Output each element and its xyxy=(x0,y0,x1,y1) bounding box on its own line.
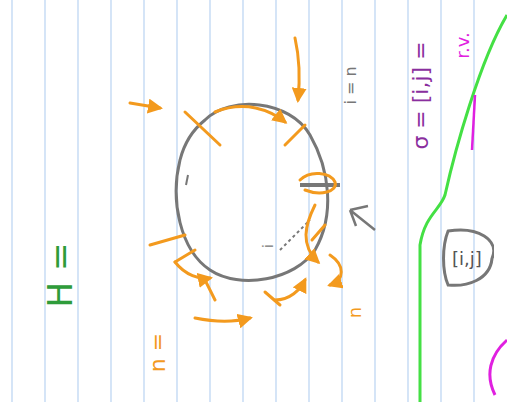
grey-arrow xyxy=(350,206,375,230)
handwritten-note: r.v. xyxy=(451,32,472,58)
handwritten-note: σ = [i,j] = xyxy=(408,41,433,149)
handwritten-note: i xyxy=(260,244,276,248)
sketch-region: [i,j] xyxy=(440,228,494,289)
magenta-curve xyxy=(490,340,507,395)
magenta-mark xyxy=(472,95,475,150)
region-blob xyxy=(176,104,327,280)
orange-arrows xyxy=(130,38,341,321)
green-boundary xyxy=(420,15,507,402)
orientation-tick xyxy=(186,175,188,185)
region-text: [i,j] xyxy=(452,248,482,269)
handwritten-note: n xyxy=(344,306,365,317)
handwritten-note: H = xyxy=(40,243,80,308)
handwritten-note: i = n xyxy=(340,66,359,104)
paper-rules xyxy=(12,0,474,402)
handwritten-note: n = xyxy=(146,332,171,371)
